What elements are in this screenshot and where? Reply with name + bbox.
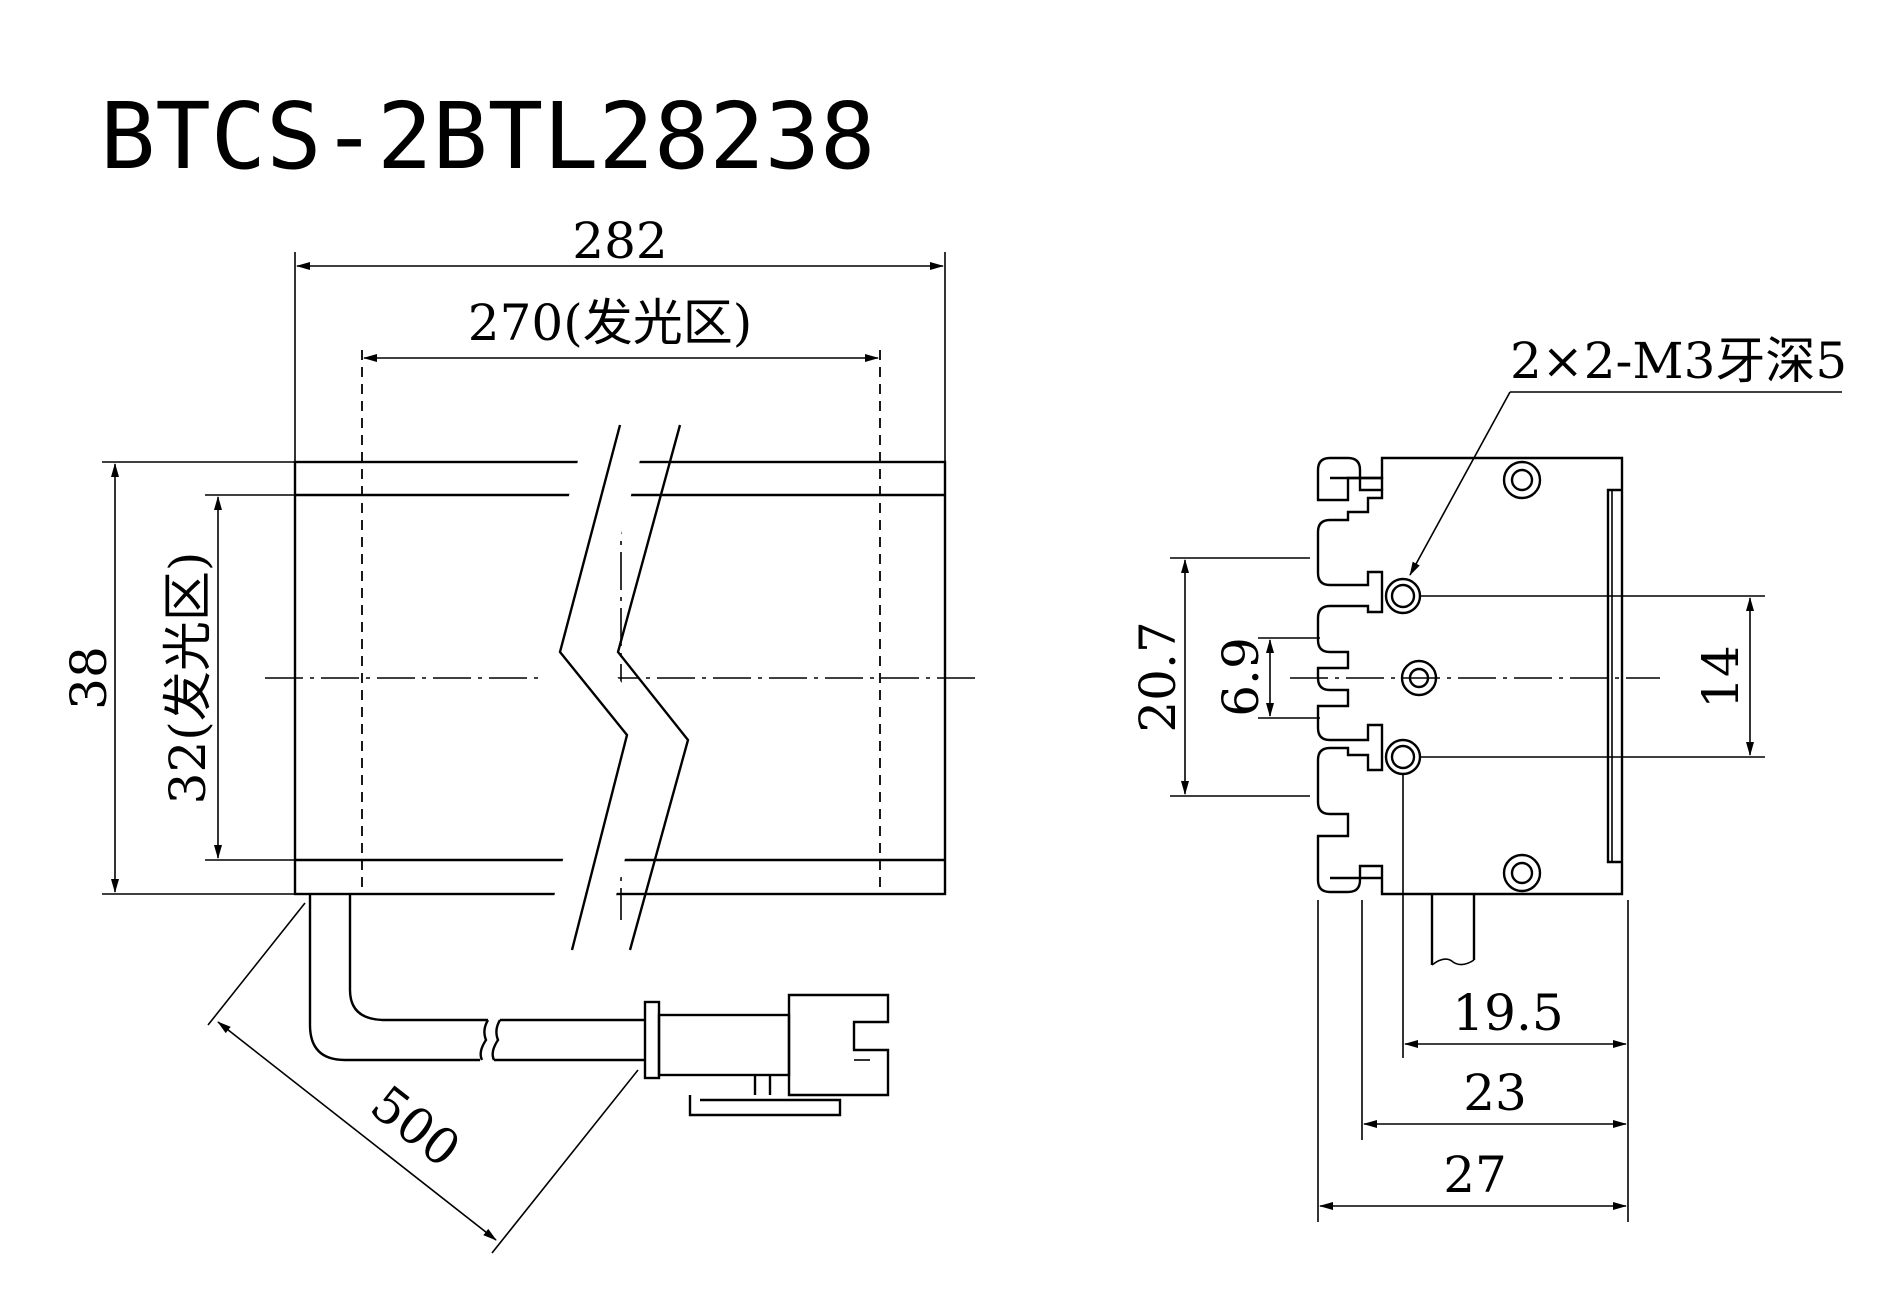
thread-hole-upper bbox=[1384, 577, 1422, 615]
thread-leader-line bbox=[1409, 391, 1511, 576]
mounting-hole-top bbox=[1502, 460, 1542, 500]
thread-hole-lower bbox=[1384, 738, 1422, 776]
dim-cable-length: 500 bbox=[360, 1074, 471, 1178]
dim-emitting-height: 32(发光区) bbox=[159, 552, 217, 805]
profile-outline bbox=[1316, 456, 1624, 896]
connector bbox=[643, 993, 890, 1117]
dim-outer-slots: 20.7 bbox=[1129, 621, 1187, 732]
lens-window bbox=[1606, 488, 1622, 864]
dim-overall-height: 38 bbox=[60, 646, 118, 710]
dim-500-line bbox=[217, 1021, 497, 1241]
drawing-title: BTCS-2BTL28238 bbox=[100, 83, 875, 190]
cable-outer bbox=[308, 894, 480, 1062]
dim-overall-length: 282 bbox=[572, 212, 667, 270]
cable-stub bbox=[1430, 894, 1476, 965]
dim-width-b: 23 bbox=[1463, 1064, 1527, 1122]
dim-hole-spacing: 14 bbox=[1692, 645, 1750, 709]
break-line-right bbox=[616, 424, 690, 951]
cable-inner bbox=[348, 894, 488, 1022]
break-line-left bbox=[558, 424, 629, 951]
mounting-hole-bottom bbox=[1502, 853, 1542, 893]
dim-emitting-length: 270(发光区) bbox=[468, 294, 752, 352]
front-view: 282 270(发光区) 38 32(发光区) bbox=[60, 212, 980, 1254]
thread-callout: 2×2-M3牙深5 bbox=[1510, 332, 1847, 390]
side-view: 14 20.7 6.9 2×2-M3牙深5 19.5 23 27 bbox=[1129, 332, 1847, 1222]
dim-width-c: 27 bbox=[1443, 1146, 1507, 1204]
dim-inner-slots: 6.9 bbox=[1212, 637, 1270, 717]
dim-width-a: 19.5 bbox=[1452, 984, 1563, 1042]
